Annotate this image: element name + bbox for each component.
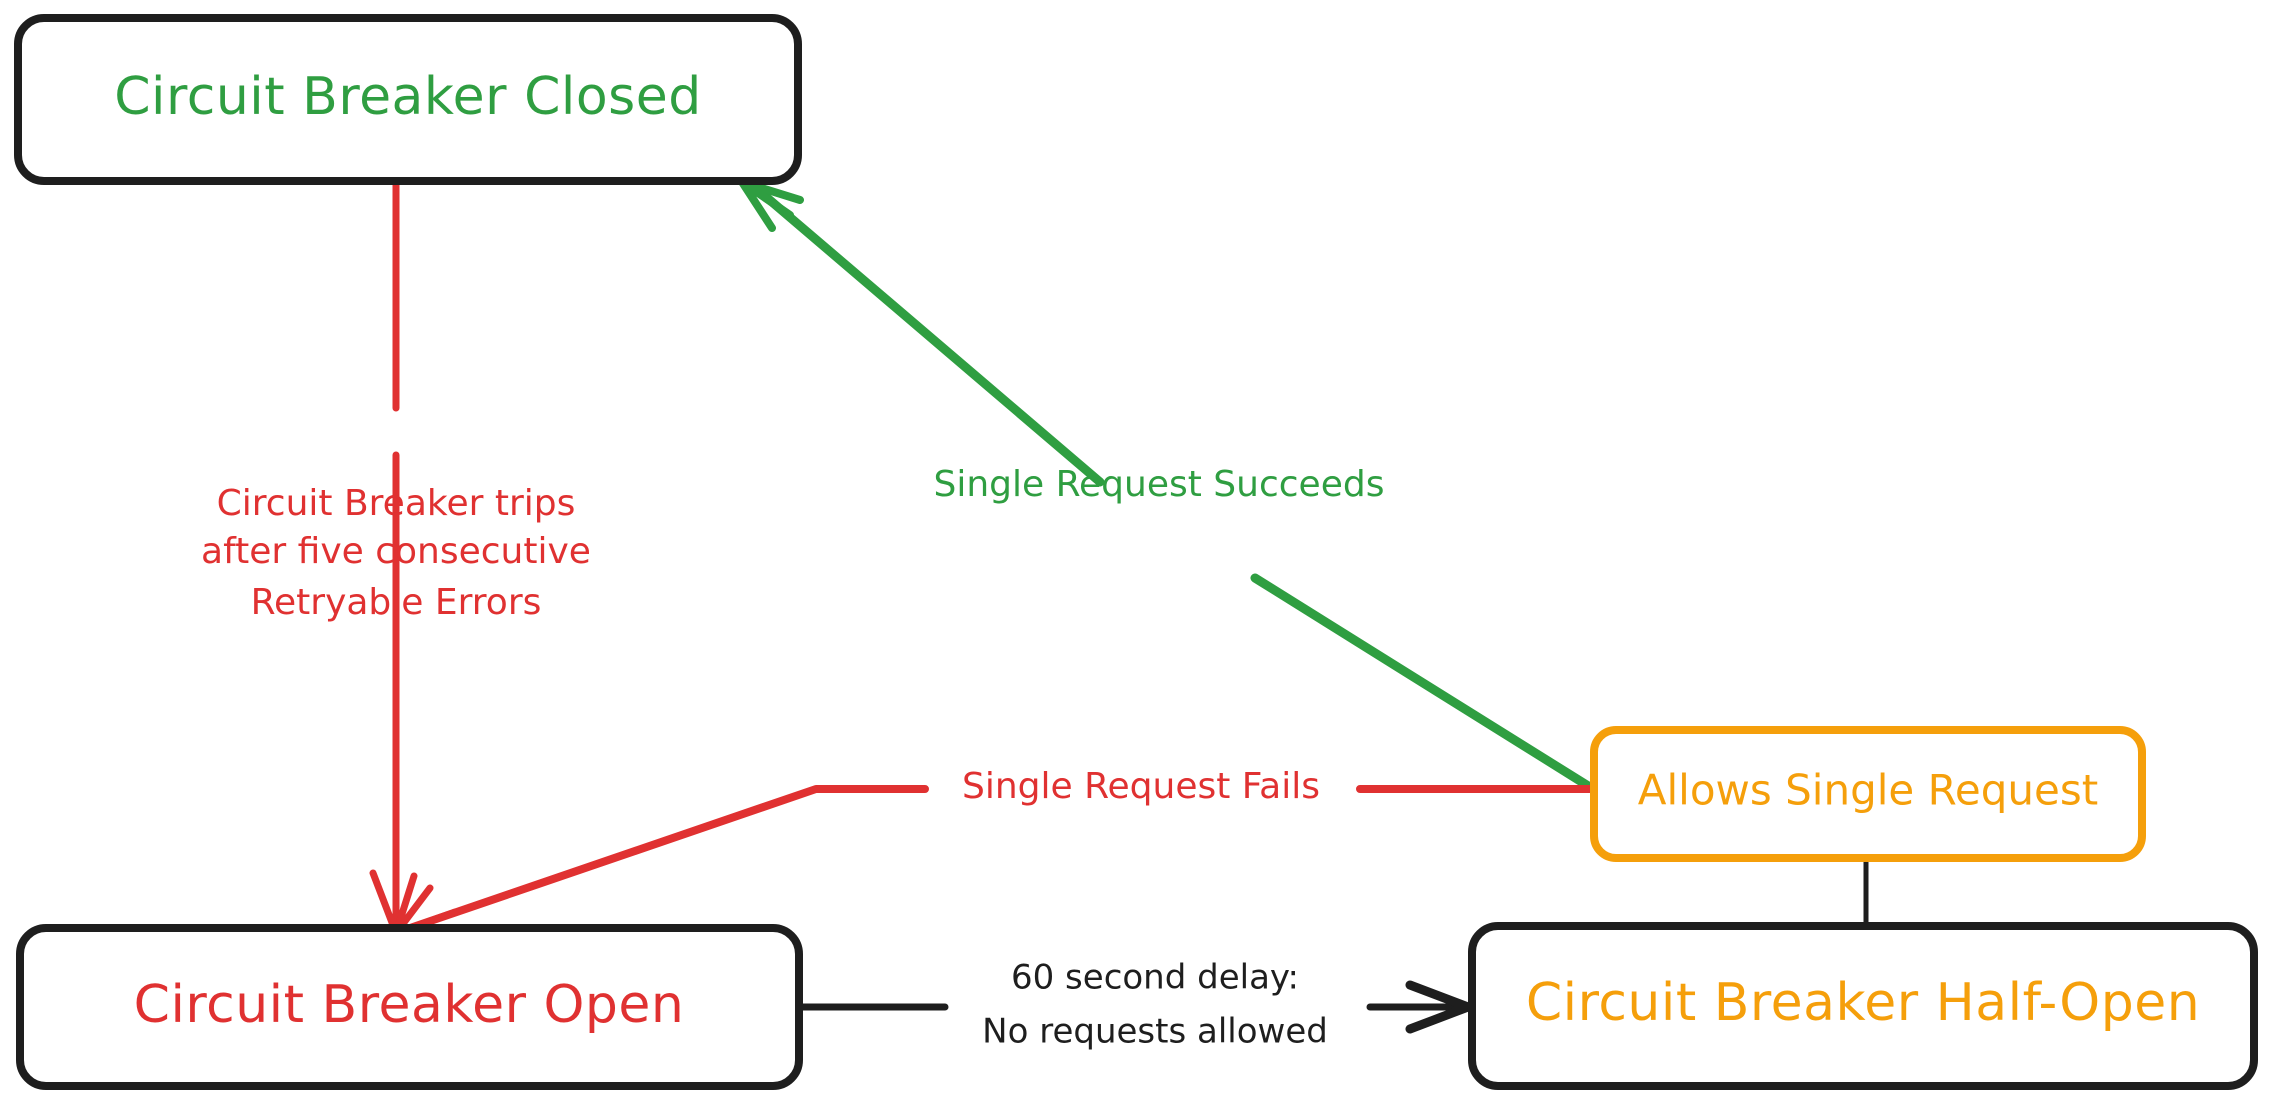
edge-open-to-half-open-arrowhead — [1405, 980, 1473, 1034]
node-circuit-breaker-half-open[interactable]: Circuit Breaker Half-Open — [1468, 922, 2258, 1090]
edge-label-delay-line-1: 60 second delay: — [1011, 958, 1299, 998]
edge-label-delay-line-2: No requests allowed — [982, 1012, 1328, 1052]
edge-allows-to-closed — [738, 178, 1598, 794]
node-allows-label: Allows Single Request — [1638, 766, 2098, 815]
edge-closed-to-open — [369, 177, 434, 937]
edge-label-single-request-fails: Single Request Fails — [962, 766, 1320, 807]
node-half-open-box[interactable] — [1468, 922, 2258, 1090]
edge-open-to-half-open — [795, 980, 1473, 1034]
edge-label-single-request-succeeds: Single Request Succeeds — [934, 464, 1385, 505]
edge-label-60-second-delay: 60 second delay: No requests allowed — [982, 958, 1328, 1052]
node-circuit-breaker-open[interactable]: Circuit Breaker Open — [16, 924, 803, 1090]
edge-label-trips-line-2: after five consecutive — [201, 531, 591, 572]
edge-allows-to-open-line — [406, 785, 1597, 932]
node-open-label: Circuit Breaker Open — [134, 975, 685, 1035]
node-allows-box[interactable] — [1590, 726, 2146, 862]
node-closed-box[interactable] — [14, 14, 802, 185]
edge-allows-to-closed-line — [753, 185, 1598, 794]
node-half-open-label: Circuit Breaker Half-Open — [1526, 973, 2200, 1033]
edge-label-trips-line-1: Circuit Breaker trips — [217, 483, 576, 524]
edge-label-trips-line-3: Retryable Errors — [251, 582, 542, 623]
node-circuit-breaker-closed[interactable]: Circuit Breaker Closed — [14, 14, 802, 185]
node-open-box[interactable] — [16, 924, 803, 1090]
node-allows-single-request[interactable]: Allows Single Request — [1590, 726, 2146, 862]
edge-label-circuit-breaker-trips: Circuit Breaker trips after five consecu… — [201, 483, 591, 623]
node-closed-label: Circuit Breaker Closed — [114, 67, 702, 127]
edge-label-succeeds: Single Request Succeeds — [934, 464, 1385, 505]
edge-label-fails: Single Request Fails — [962, 766, 1320, 807]
